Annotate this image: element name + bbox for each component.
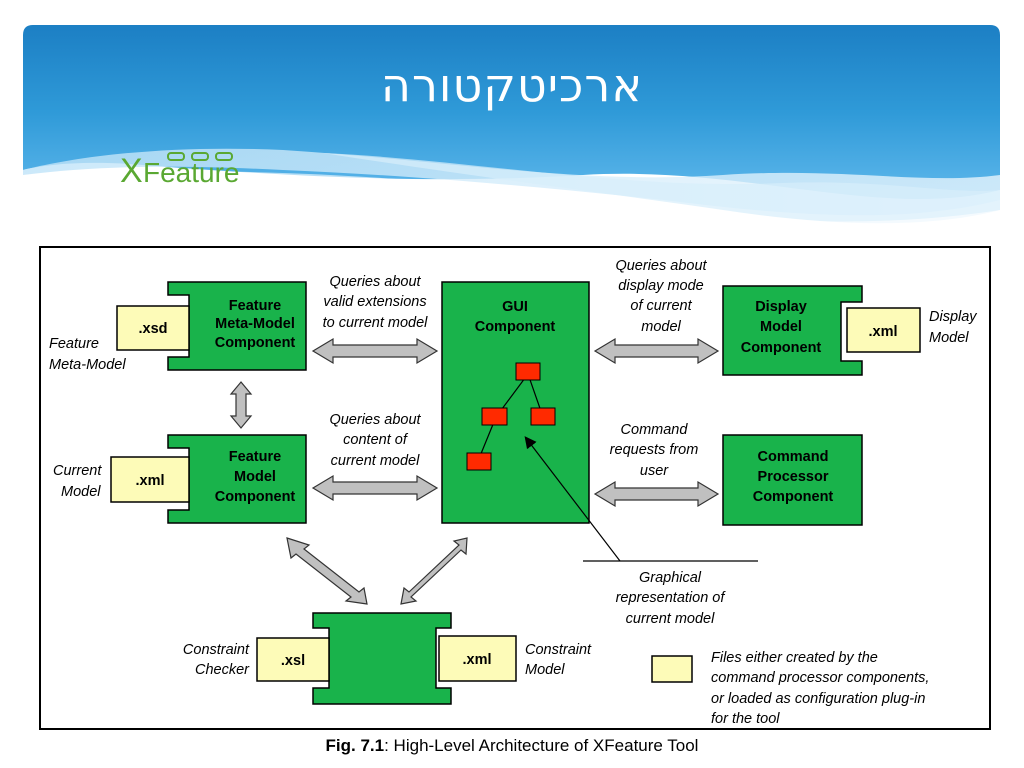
edge-label-extensions-3: to current model xyxy=(323,315,429,331)
label-constraint-model-1: Constraint xyxy=(525,642,592,658)
constraint-component xyxy=(312,612,452,705)
arrow-gui-constraint xyxy=(400,537,468,605)
legend-text-3: or loaded as configuration plug-in xyxy=(711,691,925,707)
display-model-label-2: Model xyxy=(760,319,802,335)
label-feature-metamodel-1: Feature xyxy=(49,336,99,352)
tree-node-leaf xyxy=(466,452,492,471)
gui-label-1: GUI xyxy=(502,299,528,315)
label-constraint-checker-1: Constraint xyxy=(183,642,250,658)
slide-title: ארכיטקטורה xyxy=(380,58,644,112)
feature-metamodel-label-2: Meta-Model xyxy=(215,316,295,332)
legend-text-1: Files either created by the xyxy=(711,650,878,666)
arrow-gui-display xyxy=(593,337,720,365)
logo-feature: Feature xyxy=(143,157,240,188)
label-feature-metamodel-2: Meta-Model xyxy=(49,357,126,373)
command-processor-label-2: Processor xyxy=(758,469,829,485)
arrow-model-gui xyxy=(311,474,439,502)
xfeature-logo: X Feature xyxy=(120,150,260,195)
label-constraint-checker-2: Checker xyxy=(195,662,250,678)
label-display-model-1: Display xyxy=(929,309,977,325)
xml-constraint-file-box xyxy=(438,635,517,682)
xml-current-file-box xyxy=(110,456,190,503)
edge-label-graphical-2: representation of xyxy=(616,590,727,606)
command-processor-component xyxy=(722,434,863,526)
edge-label-extensions-1: Queries about xyxy=(329,274,421,290)
label-display-model-2: Model xyxy=(929,330,969,346)
arrow-model-constraint xyxy=(286,537,368,605)
feature-model-label-2: Model xyxy=(234,469,276,485)
display-model-component xyxy=(722,285,863,376)
feature-metamodel-label-3: Component xyxy=(215,335,296,351)
edge-label-command-1: Command xyxy=(621,422,689,438)
command-processor-label-1: Command xyxy=(758,449,829,465)
gui-component xyxy=(441,281,590,524)
label-constraint-model-2: Model xyxy=(525,662,565,678)
edge-label-display-1: Queries about xyxy=(615,258,707,274)
gui-label-2: Component xyxy=(475,319,556,335)
xsd-file-box xyxy=(116,305,190,351)
display-model-label-1: Display xyxy=(755,299,807,315)
edge-label-command-2: requests from xyxy=(610,442,699,458)
edge-label-graphical-3: current model xyxy=(626,611,715,627)
tree-node-right xyxy=(530,407,556,426)
architecture-diagram: Feature Meta-Model Component Feature Mod… xyxy=(39,246,991,730)
figure-caption: Fig. 7.1: High-Level Architecture of XFe… xyxy=(0,736,1024,756)
edge-label-display-3: of current xyxy=(630,298,692,314)
legend-text-2: command processor components, xyxy=(711,670,929,686)
xsl-file-label: .xsl xyxy=(281,653,305,669)
header-banner xyxy=(23,25,1000,233)
xfeature-logo-image: X Feature xyxy=(120,152,240,190)
edge-label-extensions-2: valid extensions xyxy=(323,294,426,310)
edge-label-content-1: Queries about xyxy=(329,412,421,428)
xsl-file-box xyxy=(256,637,330,682)
edge-label-content-2: content of xyxy=(343,432,409,448)
feature-model-component xyxy=(167,434,307,524)
command-processor-label-3: Component xyxy=(753,489,834,505)
feature-metamodel-component xyxy=(167,281,307,371)
xml-display-file-box xyxy=(846,307,921,353)
feature-model-label-3: Component xyxy=(215,489,296,505)
edge-label-display-2: display mode xyxy=(618,278,703,294)
xsd-file-label: .xsd xyxy=(138,321,167,337)
legend-file-box xyxy=(651,655,693,683)
feature-metamodel-label-1: Feature xyxy=(229,298,281,314)
tree-node-root xyxy=(515,362,541,381)
edge-label-graphical-1: Graphical xyxy=(639,570,702,586)
logo-x: X xyxy=(120,152,143,190)
tree-node-left xyxy=(481,407,508,426)
xml-display-file-label: .xml xyxy=(868,324,897,340)
display-model-label-3: Component xyxy=(741,340,822,356)
arrow-metamodel-gui xyxy=(311,337,439,365)
edge-label-command-3: user xyxy=(640,463,669,479)
caption-fig-number: Fig. 7.1 xyxy=(325,736,385,755)
feature-model-label-1: Feature xyxy=(229,449,281,465)
legend-text-4: for the tool xyxy=(711,711,780,727)
edge-label-display-4: model xyxy=(641,319,681,335)
xml-constraint-file-label: .xml xyxy=(462,652,491,668)
label-current-model-1: Current xyxy=(53,463,102,479)
arrow-metamodel-model xyxy=(229,381,253,429)
caption-text: : High-Level Architecture of XFeature To… xyxy=(384,736,699,755)
label-current-model-2: Model xyxy=(61,484,101,500)
xml-current-file-label: .xml xyxy=(135,473,164,489)
edge-label-content-3: current model xyxy=(331,453,420,469)
arrow-gui-command xyxy=(593,480,720,508)
